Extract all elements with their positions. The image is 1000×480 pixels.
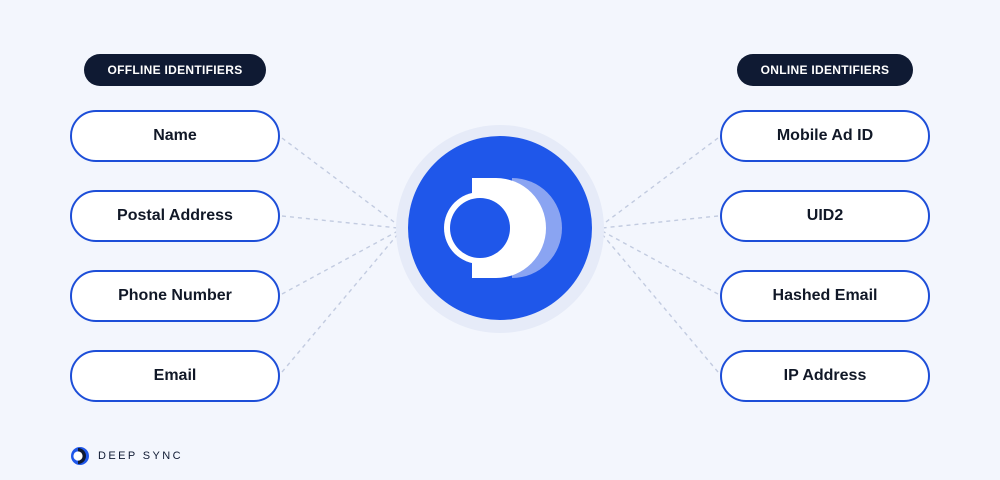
offline-identifiers-header: OFFLINE IDENTIFIERS bbox=[84, 54, 266, 86]
deep-sync-brand: DEEP SYNC bbox=[70, 446, 183, 466]
online-item-mobile-ad-id: Mobile Ad ID bbox=[720, 110, 930, 162]
deep-sync-mark-icon bbox=[71, 447, 89, 465]
connector-hashed-email bbox=[601, 230, 719, 295]
connector-mobile-ad-id bbox=[601, 137, 719, 226]
connector-uid2 bbox=[601, 215, 719, 229]
offline-item-phone-number: Phone Number bbox=[70, 270, 280, 322]
connector-phone-number bbox=[281, 230, 399, 295]
online-item-uid2: UID2 bbox=[720, 190, 930, 242]
deep-sync-logo-icon bbox=[444, 178, 562, 278]
connector-email bbox=[281, 233, 399, 373]
connector-postal-address bbox=[281, 215, 399, 229]
offline-item-email: Email bbox=[70, 350, 280, 402]
deep-sync-hub bbox=[408, 136, 592, 320]
offline-item-postal-address: Postal Address bbox=[70, 190, 280, 242]
connector-name bbox=[281, 137, 399, 226]
online-item-hashed-email: Hashed Email bbox=[720, 270, 930, 322]
online-identifiers-header: ONLINE IDENTIFIERS bbox=[737, 54, 913, 86]
brand-name: DEEP SYNC bbox=[98, 450, 183, 462]
offline-item-name: Name bbox=[70, 110, 280, 162]
online-item-ip-address: IP Address bbox=[720, 350, 930, 402]
connector-ip-address bbox=[601, 233, 719, 373]
